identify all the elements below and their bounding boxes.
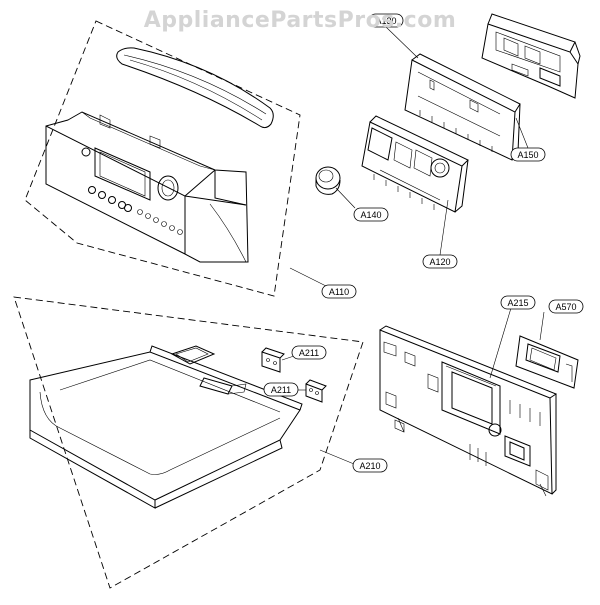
display-pcb-assembly xyxy=(404,53,521,161)
lower-group-outline xyxy=(13,296,364,589)
watermark: AppliancePartsPros.com xyxy=(143,8,457,33)
callout-a570: A570 xyxy=(548,299,584,314)
callout-a215-label: A215 xyxy=(507,298,528,308)
hinge-bracket-lower xyxy=(305,379,327,403)
callout-a140: A140 xyxy=(353,207,389,222)
callout-a210-label: A210 xyxy=(359,461,380,471)
panel-buttons xyxy=(88,186,183,235)
callout-a215: A215 xyxy=(500,295,536,310)
main-control-pcb xyxy=(361,115,469,213)
callout-a150-label: A150 xyxy=(517,150,538,160)
selector-knob xyxy=(315,166,341,195)
callout-a120-label: A120 xyxy=(429,257,450,267)
callout-a110-label: A110 xyxy=(329,287,349,297)
callout-a211-lower: A211 xyxy=(263,382,299,397)
callout-a210: A210 xyxy=(352,458,388,473)
callout-a130-label: A130 xyxy=(375,16,396,26)
rear-bracket xyxy=(481,13,581,99)
callout-a110: A110 xyxy=(321,284,357,299)
top-lid xyxy=(29,345,303,509)
callout-a211-upper-label: A211 xyxy=(299,348,319,358)
control-panel-housing xyxy=(45,111,249,263)
callout-a140-label: A140 xyxy=(360,210,381,220)
callout-a211-lower-label: A211 xyxy=(271,385,291,395)
access-cover xyxy=(515,335,579,389)
callout-a150: A150 xyxy=(510,147,546,162)
rear-mounting-plate xyxy=(379,325,558,497)
hinge-bracket-upper xyxy=(261,347,285,373)
callout-a130: A130 xyxy=(368,13,404,28)
callout-a120: A120 xyxy=(422,254,458,269)
callout-a570-label: A570 xyxy=(555,302,576,312)
leader-lines xyxy=(281,26,545,465)
callout-a211-upper: A211 xyxy=(291,345,327,360)
panel-trim-strip xyxy=(116,47,274,129)
upper-group-outline xyxy=(24,20,301,297)
